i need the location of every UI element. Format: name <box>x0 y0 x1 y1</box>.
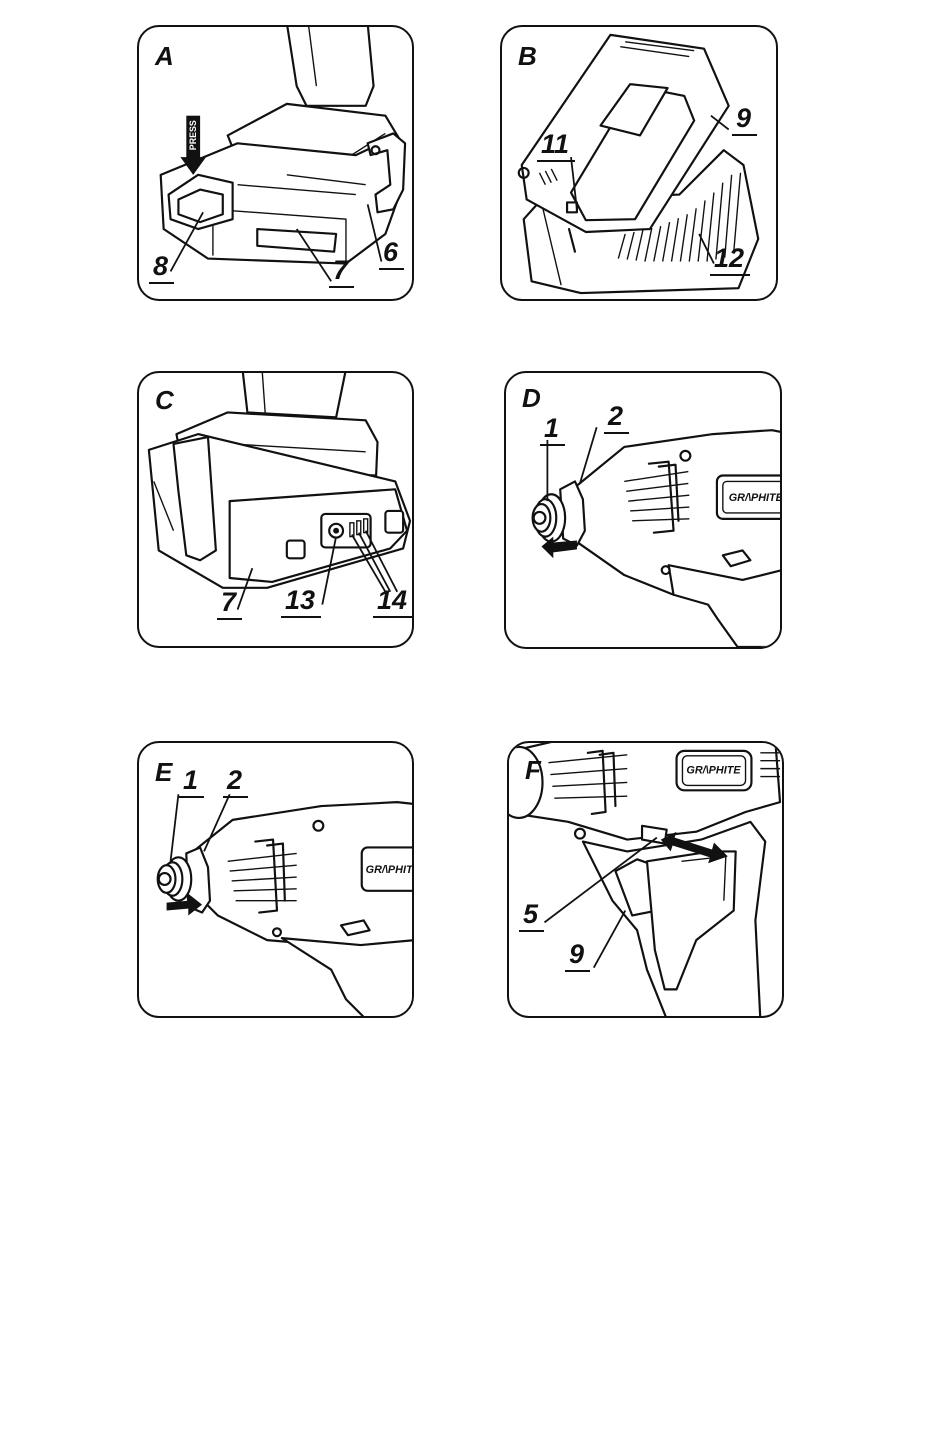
battery-release-illustration: PRESS <box>139 27 412 299</box>
figure-panel-c: C 7 13 14 <box>137 371 414 648</box>
callout-14: 14 <box>373 587 413 618</box>
callout-5: 5 <box>519 901 544 932</box>
callout-2: 2 <box>604 403 629 434</box>
callout-1: 1 <box>179 767 204 798</box>
panel-letter-c: C <box>155 387 174 413</box>
callout-11: 11 <box>537 131 575 162</box>
callout-12: 12 <box>710 245 750 276</box>
battery-indicator-illustration <box>139 373 412 646</box>
callout-7: 7 <box>329 257 354 288</box>
callout-13: 13 <box>281 587 321 618</box>
panel-letter-a: A <box>155 43 174 69</box>
figure-panel-b: B 11 9 12 <box>500 25 778 301</box>
brand-logo-d: GR/\PHITE <box>729 492 780 504</box>
callout-9: 9 <box>732 105 757 136</box>
callout-9: 9 <box>565 941 590 972</box>
figure-panel-f: GR/\PHITE F 5 9 <box>507 741 784 1018</box>
callout-1: 1 <box>540 415 565 446</box>
figure-panel-e: GR/\PHITE E 1 2 <box>137 741 414 1018</box>
direction-switch-illustration: GR/\PHITE <box>509 743 782 1016</box>
panel-letter-b: B <box>518 43 537 69</box>
callout-8: 8 <box>149 253 174 284</box>
panel-letter-e: E <box>155 759 172 785</box>
callout-7: 7 <box>217 589 242 620</box>
callout-2: 2 <box>223 767 248 798</box>
callout-6: 6 <box>379 239 404 270</box>
figure-panel-a: PRESS A 8 7 6 <box>137 25 414 301</box>
brand-logo-f: GR/\PHITE <box>686 765 741 777</box>
svg-text:PRESS: PRESS <box>188 120 198 150</box>
panel-letter-f: F <box>525 757 541 783</box>
panel-letter-d: D <box>522 385 541 411</box>
brand-logo-e: GR/\PHITE <box>366 864 412 876</box>
figure-panel-d: GR/\PHITE D 1 2 <box>504 371 782 649</box>
